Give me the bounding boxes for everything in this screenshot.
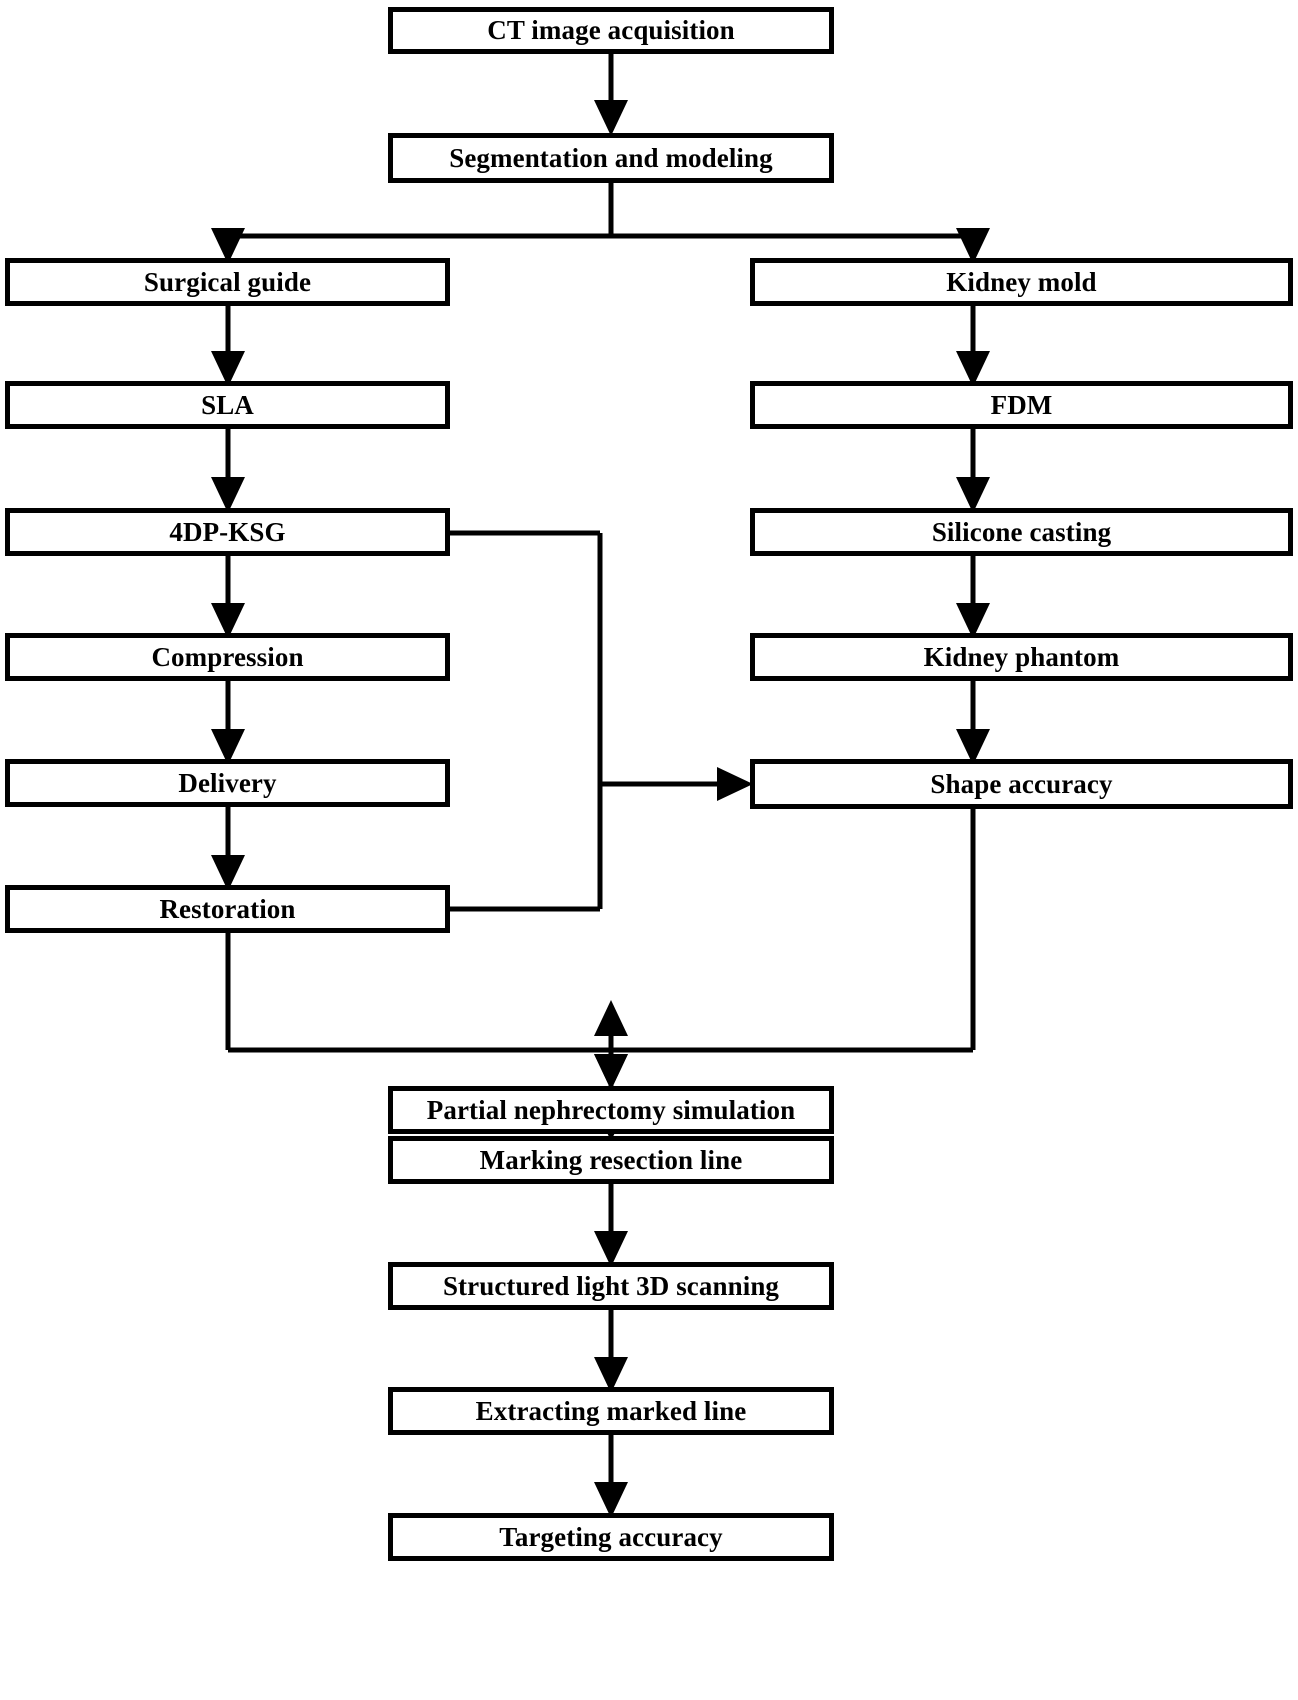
node-kidney-phantom[interactable]: Kidney phantom	[750, 633, 1293, 681]
node-segmentation-and-modeling[interactable]: Segmentation and modeling	[388, 133, 834, 183]
node-label-marking-resection-line: Marking resection line	[479, 1144, 743, 1175]
node-label-silicone-casting: Silicone casting	[931, 516, 1112, 547]
node-kidney-mold[interactable]: Kidney mold	[750, 258, 1293, 306]
node-structured-light-3d-scanning[interactable]: Structured light 3D scanning	[388, 1262, 834, 1310]
node-label-partial-nephrectomy-simulation: Partial nephrectomy simulation	[426, 1094, 796, 1125]
node-label-kidney-phantom: Kidney phantom	[923, 641, 1120, 672]
node-shape-accuracy[interactable]: Shape accuracy	[750, 759, 1293, 809]
node-label-extracting-marked-line: Extracting marked line	[475, 1395, 747, 1426]
node-delivery[interactable]: Delivery	[5, 759, 450, 807]
node-extracting-marked-line[interactable]: Extracting marked line	[388, 1387, 834, 1435]
node-label-4dp-ksg: 4DP-KSG	[169, 516, 286, 547]
node-label-delivery: Delivery	[178, 767, 277, 798]
node-4dp-ksg[interactable]: 4DP-KSG	[5, 508, 450, 556]
node-label-structured-light-3d-scanning: Structured light 3D scanning	[442, 1270, 780, 1301]
node-label-kidney-mold: Kidney mold	[946, 266, 1097, 297]
node-marking-resection-line[interactable]: Marking resection line	[388, 1136, 834, 1184]
node-label-ct-image-acquisition: CT image acquisition	[487, 15, 735, 45]
node-restoration[interactable]: Restoration	[5, 885, 450, 933]
node-label-sla: SLA	[201, 389, 254, 420]
node-silicone-casting[interactable]: Silicone casting	[750, 508, 1293, 556]
node-fdm[interactable]: FDM	[750, 381, 1293, 429]
node-sla[interactable]: SLA	[5, 381, 450, 429]
node-label-shape-accuracy: Shape accuracy	[930, 768, 1113, 799]
node-surgical-guide[interactable]: Surgical guide	[5, 258, 450, 306]
node-label-segmentation-and-modeling: Segmentation and modeling	[449, 142, 773, 173]
node-label-surgical-guide: Surgical guide	[143, 266, 312, 297]
node-partial-nephrectomy-simulation[interactable]: Partial nephrectomy simulation	[388, 1086, 834, 1134]
node-targeting-accuracy[interactable]: Targeting accuracy	[388, 1513, 834, 1561]
node-label-restoration: Restoration	[159, 893, 296, 924]
node-compression[interactable]: Compression	[5, 633, 450, 681]
node-label-compression: Compression	[151, 641, 304, 672]
node-ct-image-acquisition[interactable]: CT image acquisition	[388, 7, 834, 54]
node-label-targeting-accuracy: Targeting accuracy	[499, 1521, 723, 1552]
node-label-fdm: FDM	[990, 389, 1053, 420]
